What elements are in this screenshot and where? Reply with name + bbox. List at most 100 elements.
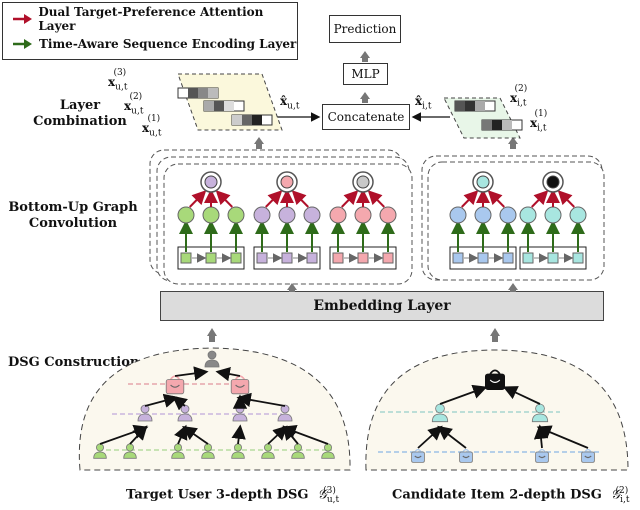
top-pipeline-arrows	[254, 51, 518, 149]
sequence-item	[205, 252, 217, 264]
concatenate-box: Concatenate	[322, 104, 410, 130]
arrow-item-dsg-to-emb	[490, 328, 500, 336]
graph-node	[227, 206, 245, 224]
user-embedding-strip-1	[231, 114, 273, 126]
sequence-item	[281, 252, 293, 264]
sequence-item	[230, 252, 242, 264]
target-node-inner	[546, 175, 560, 189]
target-node-inner	[204, 175, 218, 189]
person-icon	[204, 350, 220, 368]
graph-node	[329, 206, 347, 224]
person-icon	[277, 404, 293, 422]
item-dsg-graph	[378, 369, 600, 463]
person-icon	[123, 443, 137, 459]
target-node-inner	[280, 175, 294, 189]
xi1-label: xi,t(1)	[530, 109, 548, 134]
arrow-emb-to-item-conv	[508, 283, 518, 290]
sequence-item	[572, 252, 584, 264]
xhat-u-label: x̂u,t	[280, 94, 300, 112]
user-embedding-strip-3	[177, 87, 219, 99]
arrow-user-dsg-to-emb	[207, 328, 217, 336]
sequence-item	[477, 252, 489, 264]
dsg-construction-label: DSG Construction	[8, 355, 140, 370]
item-embedding-strip-1	[481, 119, 523, 131]
sequence-item	[452, 252, 464, 264]
conv-groups	[177, 171, 587, 270]
conv-group-item-1	[449, 171, 517, 270]
graph-node	[499, 206, 517, 224]
bag-icon	[535, 449, 549, 463]
user-dsg-caption: Target User 3-depth DSG 𝒢u,t(3)	[126, 486, 340, 505]
embedding-layer: Embedding Layer	[160, 291, 604, 321]
sequence-item	[180, 252, 192, 264]
arrow-mlp-to-prediction	[360, 51, 370, 58]
graph-node	[474, 206, 492, 224]
graph-node	[354, 206, 372, 224]
graph-node	[544, 206, 562, 224]
person-icon	[201, 443, 215, 459]
item-dsg-caption: Candidate Item 2-depth DSG 𝒢i,t(2)	[392, 486, 630, 505]
bag-icon	[484, 369, 505, 391]
person-icon	[171, 443, 185, 459]
graph-node	[569, 206, 587, 224]
sequence-item	[357, 252, 369, 264]
bottom-up-label: Bottom-Up Graph Convolution	[8, 200, 138, 231]
legend-label-sequence: Time-Aware Sequence Encoding Layer	[39, 37, 297, 51]
arrow-item-panel-up	[508, 137, 518, 144]
person-icon	[261, 443, 275, 459]
xu1-label: xu,t(1)	[142, 114, 162, 139]
legend: Dual Target-Preference Attention Layer T…	[2, 2, 298, 60]
person-icon	[291, 443, 305, 459]
legend-item-sequence: Time-Aware Sequence Encoding Layer	[11, 33, 296, 55]
bag-icon	[459, 449, 473, 463]
xi2-label: xi,t(2)	[510, 84, 528, 109]
legend-label-attention: Dual Target-Preference Attention Layer	[38, 5, 264, 33]
person-icon	[321, 443, 335, 459]
person-icon	[231, 443, 245, 459]
sequence-item	[382, 252, 394, 264]
sequence-item	[306, 252, 318, 264]
xu3-label: xu,t(3)	[108, 68, 128, 93]
item-embedding-strip-2	[454, 100, 496, 112]
target-node-inner	[356, 175, 370, 189]
conv-group-item-2	[519, 171, 587, 270]
layer-combination-label: Layer Combination	[33, 98, 127, 129]
sequence-item	[332, 252, 344, 264]
xu2-label: xu,t(2)	[124, 92, 144, 117]
sequence-item	[256, 252, 268, 264]
conv-group-user-1	[177, 171, 245, 270]
arrow-concat-to-mlp	[360, 92, 370, 99]
person-icon	[531, 403, 549, 423]
graph-node	[519, 206, 537, 224]
bag-icon	[411, 449, 425, 463]
conv-group-user-2	[253, 171, 321, 270]
user-embedding-strip-2	[203, 100, 245, 112]
graph-node	[253, 206, 271, 224]
legend-item-attention: Dual Target-Preference Attention Layer	[11, 5, 297, 33]
arrow-user-panel-up	[254, 137, 264, 144]
person-icon	[137, 404, 153, 422]
bag-icon	[230, 375, 250, 395]
graph-node	[449, 206, 467, 224]
person-icon	[93, 443, 107, 459]
graph-node	[303, 206, 321, 224]
user-dsg-graph	[93, 350, 335, 459]
red-arrow-icon	[13, 14, 32, 24]
person-icon	[431, 403, 449, 423]
green-arrow-icon	[13, 39, 32, 49]
user-combination-panel	[177, 73, 283, 131]
bag-icon	[165, 375, 185, 395]
bag-icon	[581, 449, 595, 463]
xhat-i-label: x̂i,t	[415, 94, 432, 112]
sequence-item	[547, 252, 559, 264]
target-node-inner	[476, 175, 490, 189]
mlp-box: MLP	[343, 63, 388, 85]
graph-node	[379, 206, 397, 224]
graph-node	[202, 206, 220, 224]
item-combination-panel	[443, 97, 523, 139]
prediction-box: Prediction	[329, 15, 401, 43]
sequence-item	[522, 252, 534, 264]
arrow-emb-to-user-conv	[287, 283, 297, 290]
sequence-item	[502, 252, 514, 264]
